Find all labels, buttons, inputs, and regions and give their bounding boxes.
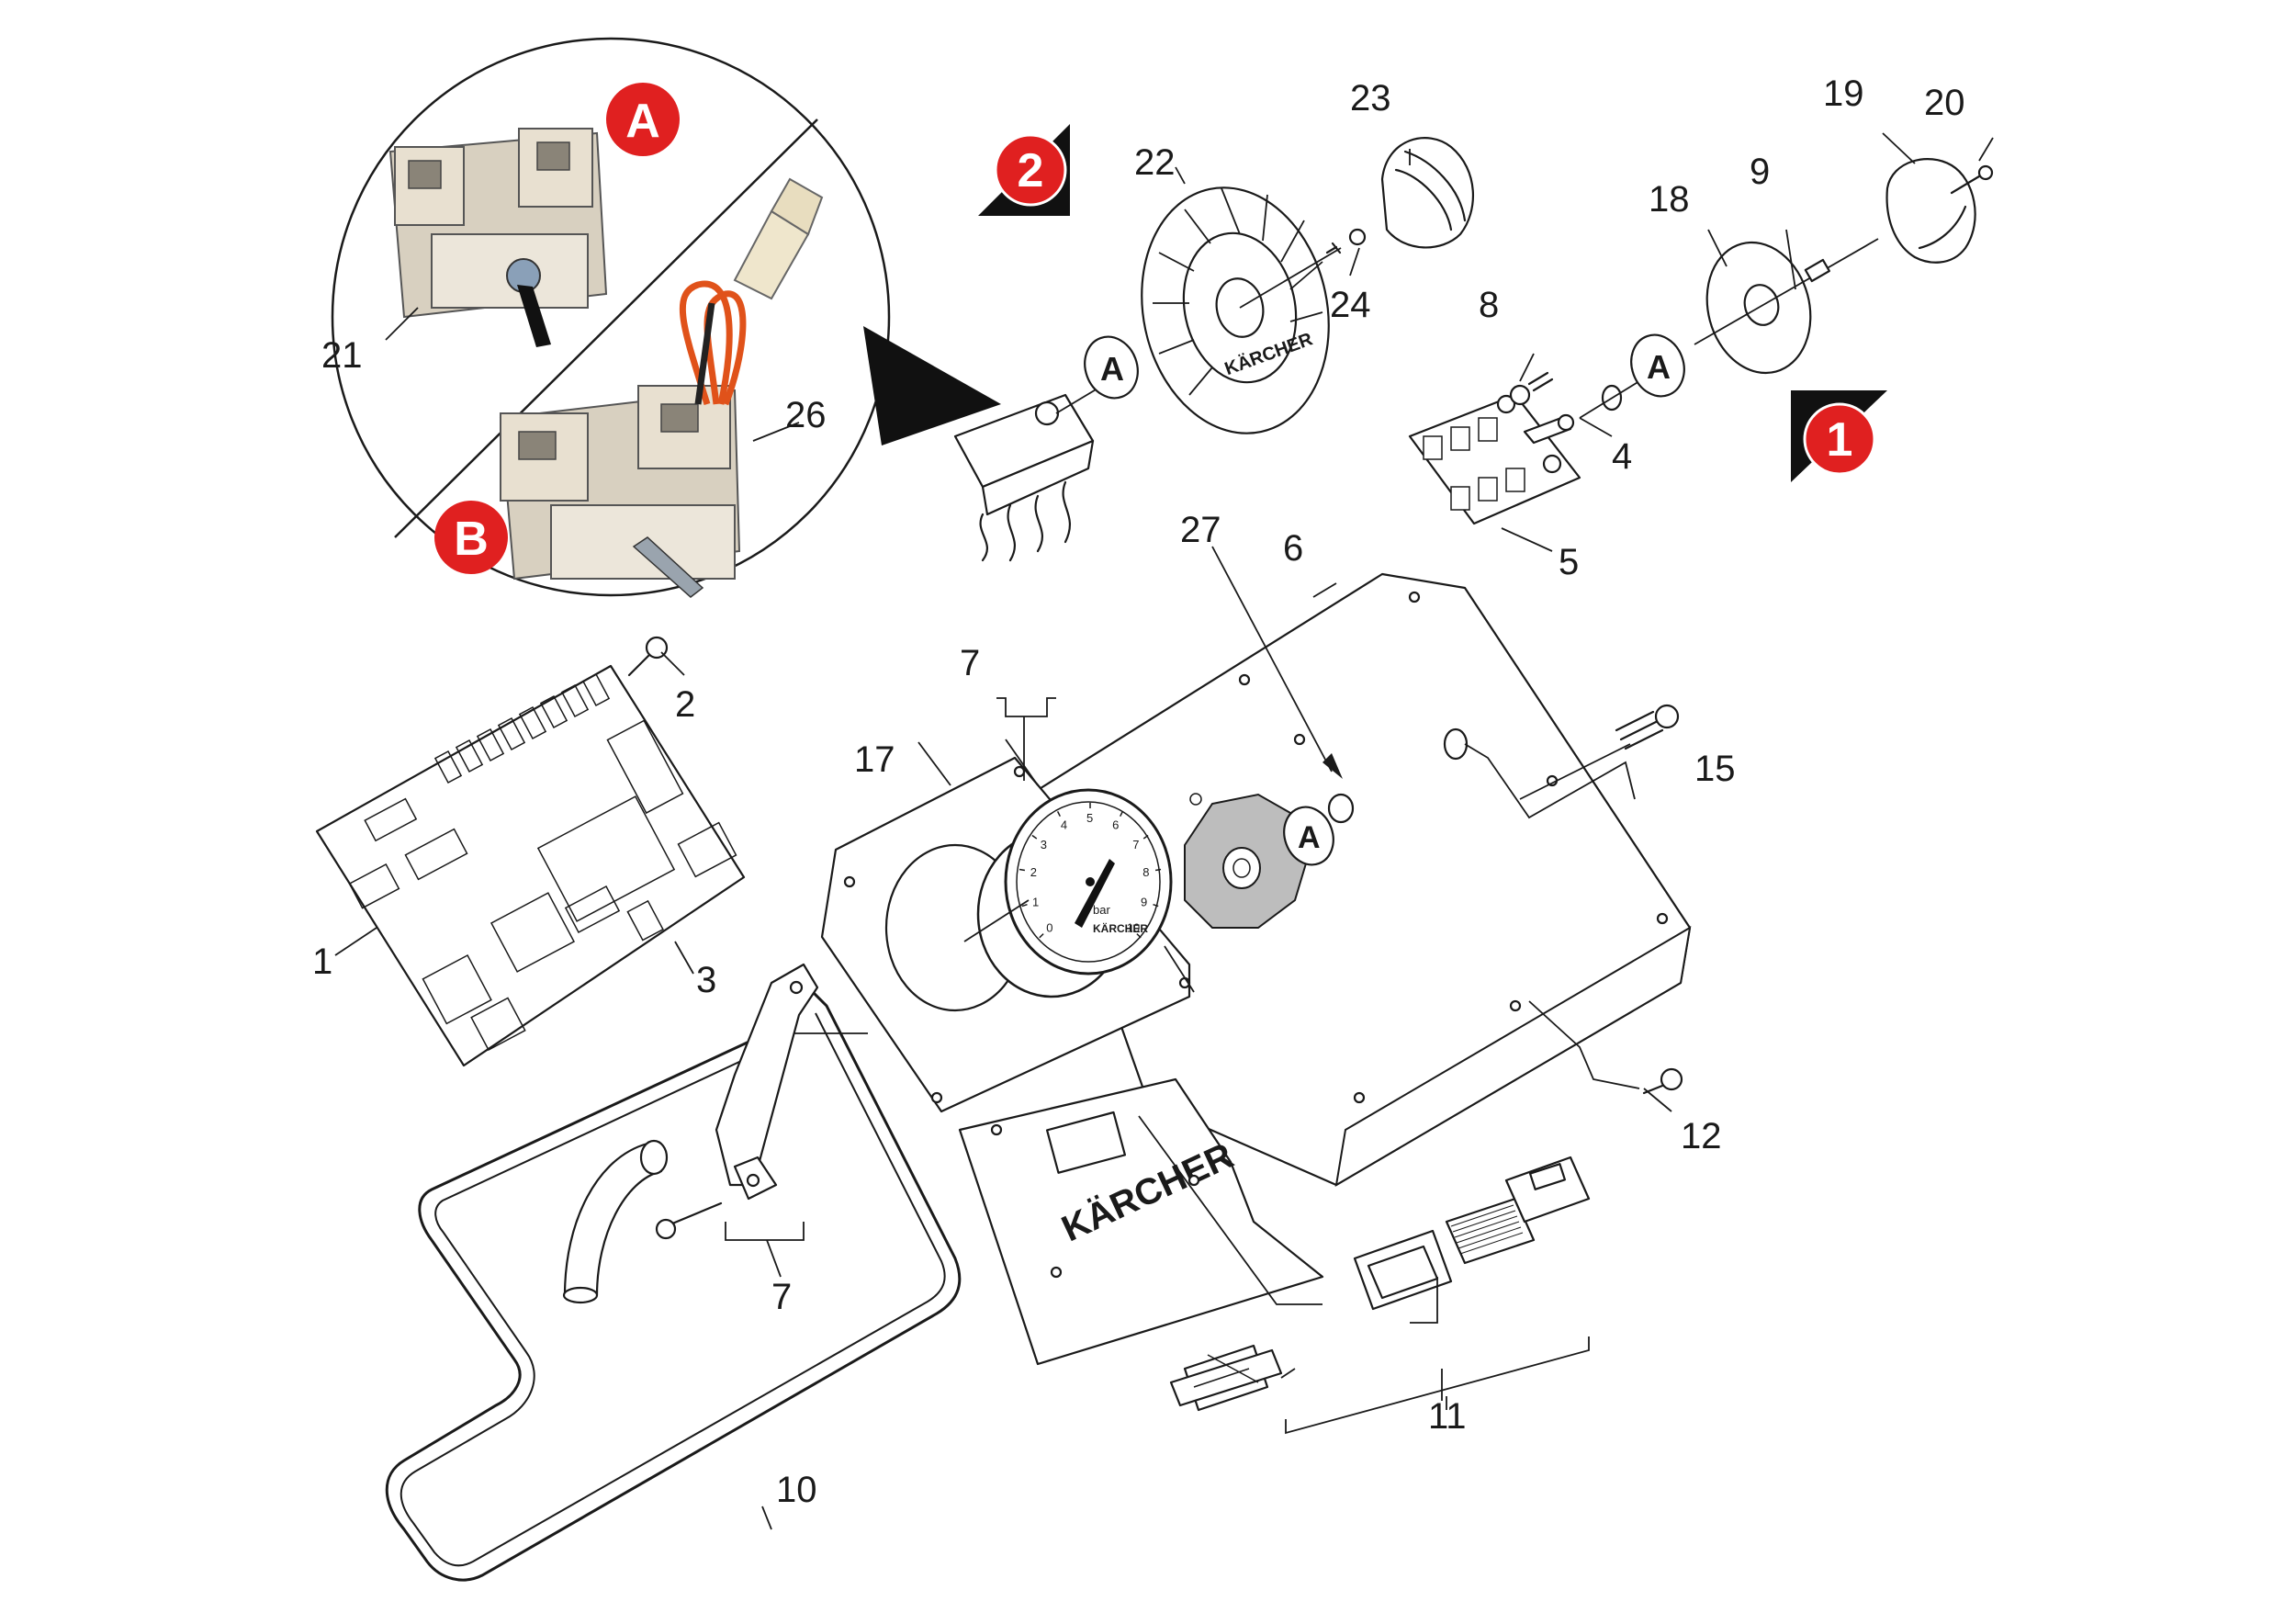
reference-marker-a-center-label: A bbox=[1298, 820, 1321, 855]
part-label-2: 2 bbox=[675, 684, 695, 725]
gauge-scale-label: 1 bbox=[1032, 896, 1039, 909]
part-label-3: 3 bbox=[696, 960, 716, 1000]
part-label-22: 22 bbox=[1134, 142, 1176, 183]
gauge-scale-label: 9 bbox=[1141, 896, 1147, 909]
svg-text:B: B bbox=[454, 513, 489, 566]
svg-text:2: 2 bbox=[1018, 144, 1044, 197]
switch-variant-a bbox=[385, 128, 608, 347]
corner-badge-2: 2 bbox=[978, 124, 1070, 216]
indicator-disc: A bbox=[1184, 793, 1334, 929]
gauge-scale-label: 0 bbox=[1046, 921, 1052, 935]
gauge-scale-label: 6 bbox=[1112, 818, 1119, 832]
gauge-scale-tick bbox=[1120, 811, 1124, 818]
selector-assembly-1: A bbox=[1408, 158, 1994, 525]
part-label-4: 4 bbox=[1612, 436, 1632, 477]
inset-pointer bbox=[863, 326, 1001, 445]
part-label-7-top: 7 bbox=[960, 643, 980, 683]
badge-variant-a: A bbox=[606, 83, 680, 156]
gauge-scale-label: 8 bbox=[1142, 865, 1149, 879]
gauge-scale-tick bbox=[1136, 933, 1142, 939]
svg-text:1: 1 bbox=[1827, 413, 1853, 467]
gauge-brand: KÄRCHER bbox=[1093, 921, 1148, 935]
reference-marker-a-right-label: A bbox=[1647, 348, 1671, 386]
rocker-switch-set bbox=[1138, 1115, 1591, 1435]
circuit-board bbox=[315, 636, 746, 1067]
hose-segment bbox=[562, 1139, 723, 1304]
gauge-scale-tick bbox=[1031, 834, 1038, 840]
part-label-1: 1 bbox=[312, 942, 332, 982]
gauge-scale-tick bbox=[1019, 868, 1026, 872]
reference-marker-a-upper bbox=[1084, 335, 1139, 400]
switch-variant-b bbox=[499, 177, 824, 598]
part-label-11: 11 bbox=[1428, 1396, 1467, 1437]
bracket-lead-7-bottom bbox=[725, 1222, 805, 1241]
corner-badge-1: 1 bbox=[1791, 390, 1887, 482]
cable-15 bbox=[1519, 704, 1680, 800]
selector-assembly-2: A KÄRCHER bbox=[953, 137, 1475, 562]
gauge-scale-label: 7 bbox=[1132, 838, 1139, 851]
reference-marker-a-upper-label: A bbox=[1100, 350, 1124, 388]
hose-bracket bbox=[715, 963, 819, 1201]
part-label-24: 24 bbox=[1330, 285, 1371, 325]
part-label-18: 18 bbox=[1649, 179, 1690, 220]
gasket-seal bbox=[385, 986, 962, 1582]
rotary-knob bbox=[1380, 137, 1475, 249]
gauge-scale-tick bbox=[1154, 868, 1162, 872]
gauge-scale-label: 3 bbox=[1041, 838, 1047, 851]
part-label-7-bottom: 7 bbox=[771, 1277, 792, 1317]
front-plate: KÄRCHER bbox=[958, 1077, 1324, 1366]
bracket-lead-7-top bbox=[996, 697, 1056, 717]
gauge-scale-tick bbox=[1021, 903, 1028, 908]
part-label-27: 27 bbox=[1180, 510, 1221, 550]
pressure-gauge: 01 2 3 4 5 67 8 910 bar KÄRCHER bbox=[963, 788, 1195, 998]
part-label-17: 17 bbox=[854, 739, 895, 780]
gauge-unit: bar bbox=[1093, 903, 1110, 917]
knob-cap bbox=[1885, 158, 1976, 264]
part-label-12: 12 bbox=[1681, 1116, 1722, 1156]
part-label-21: 21 bbox=[321, 335, 363, 376]
reference-marker-a-center bbox=[1283, 806, 1334, 866]
gauge-scale-tick bbox=[1153, 903, 1159, 908]
leader-lines bbox=[334, 132, 1994, 1530]
gauge-scale-label: 5 bbox=[1086, 811, 1093, 825]
part-label-10: 10 bbox=[776, 1470, 817, 1510]
part-label-9: 9 bbox=[1750, 152, 1770, 192]
gauge-scale-label: 10 bbox=[1127, 921, 1140, 935]
badge-variant-b: B bbox=[434, 501, 508, 574]
part-labels: 1 2 3 4 5 6 7 7 8 9 10 11 12 15 17 18 19… bbox=[312, 73, 1965, 1510]
part-label-15: 15 bbox=[1694, 749, 1736, 789]
svg-text:A: A bbox=[625, 95, 660, 148]
part-label-6: 6 bbox=[1283, 528, 1303, 569]
gauge-scale-tick bbox=[1039, 933, 1044, 939]
gauge-scale-label: 4 bbox=[1061, 818, 1067, 832]
part-label-8: 8 bbox=[1479, 285, 1499, 325]
gauge-scale-tick bbox=[1142, 834, 1149, 840]
part-label-23: 23 bbox=[1350, 78, 1391, 118]
part-label-5: 5 bbox=[1559, 542, 1579, 582]
gauge-scale-label: 2 bbox=[1030, 865, 1037, 879]
gauge-scale-tick bbox=[1056, 811, 1061, 818]
gauge-scale: 01 2 3 4 5 67 8 910 bbox=[1019, 803, 1162, 939]
control-panel-frame bbox=[1036, 572, 1692, 1187]
screw-12 bbox=[1528, 1000, 1683, 1095]
part-label-19: 19 bbox=[1823, 73, 1864, 114]
variant-inset bbox=[331, 37, 1001, 598]
reference-marker-a-right bbox=[1630, 333, 1685, 398]
gauge-needle bbox=[1075, 859, 1115, 928]
part-label-20: 20 bbox=[1924, 83, 1965, 123]
part-label-26: 26 bbox=[785, 395, 827, 435]
